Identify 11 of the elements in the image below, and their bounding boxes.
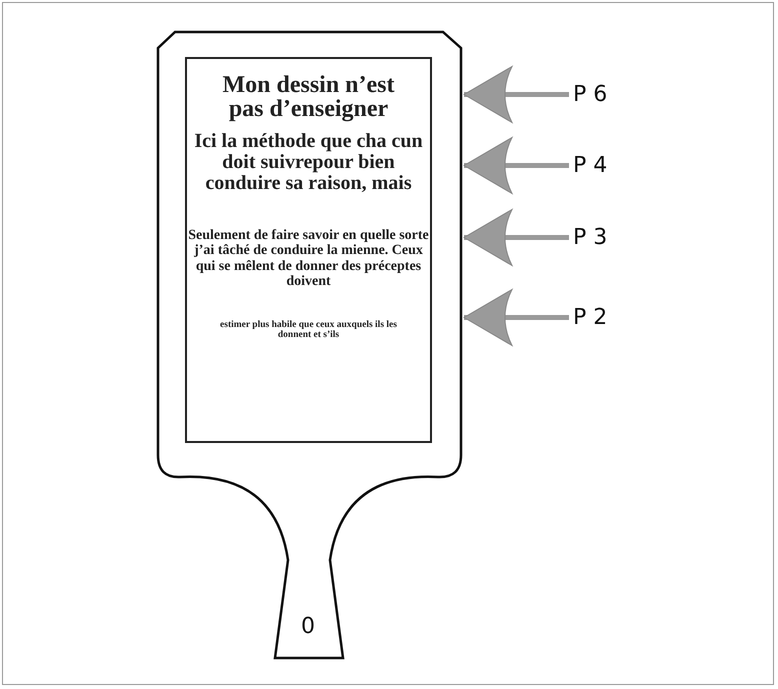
- reading-frame: [185, 57, 432, 443]
- reading-text: estimer plus habile que ceux auxquels ils les donnent et s’ils: [219, 320, 398, 342]
- reading-text: Ici la méthode que cha cun doit suivrepour bien conduire sa raison, mais: [194, 131, 424, 194]
- size-label: P 3: [573, 225, 608, 250]
- reading-text: Mon dessin n’est pas d’enseigner: [221, 73, 396, 121]
- size-label: P 4: [573, 153, 608, 178]
- paddle-card: [155, 30, 463, 660]
- size-label: P 6: [573, 82, 608, 107]
- size-label: P 2: [573, 305, 608, 330]
- reading-text: Seulement de faire savoir en quelle sorte j’ai tâché de conduire la mienne. Ceux qui se mêlent de donner des préceptes doivent: [187, 228, 430, 290]
- handle-number: 0: [301, 614, 315, 639]
